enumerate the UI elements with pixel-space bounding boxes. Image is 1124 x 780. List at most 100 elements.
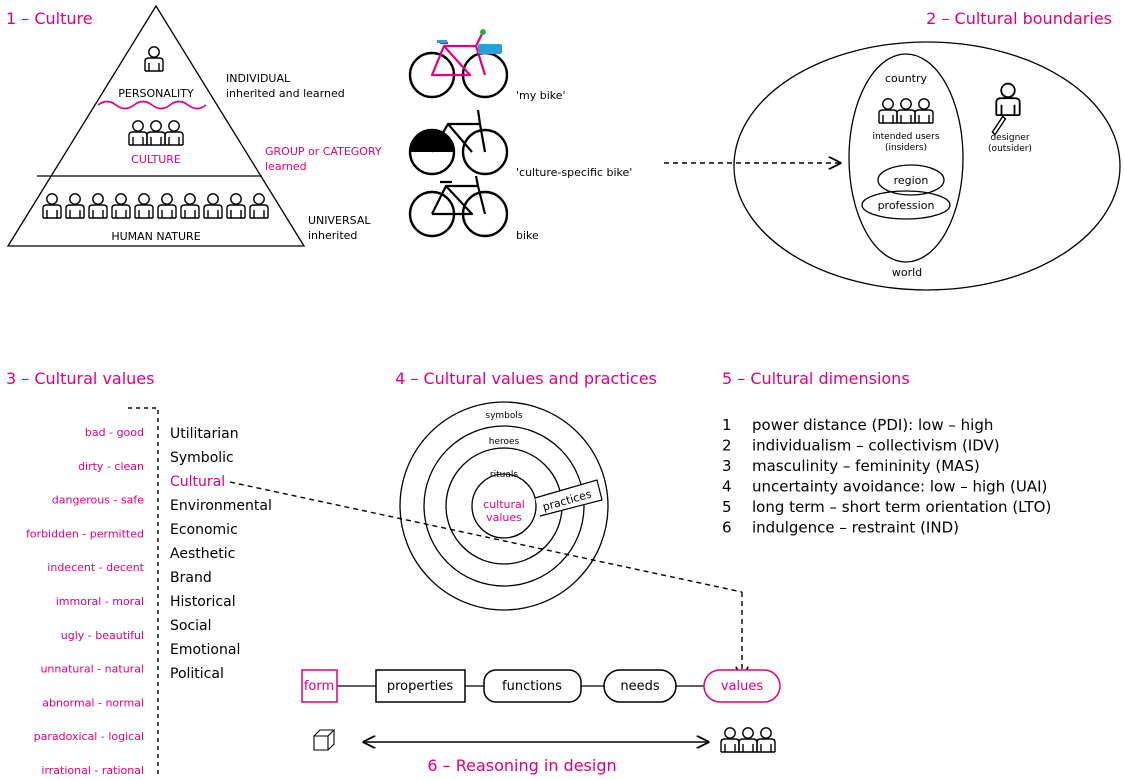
cube-icon — [313, 729, 336, 751]
personality-person-icon — [144, 46, 164, 72]
country-ellipse — [848, 53, 964, 263]
value-pair-item: forbidden - permitted — [26, 527, 144, 540]
symbols-label: symbols — [485, 411, 523, 421]
form-label: form — [304, 679, 334, 694]
heroes-label: heroes — [489, 437, 520, 447]
human-nature-people-icon — [42, 193, 269, 219]
culture-pyramid — [6, 4, 306, 247]
value-type-item: Symbolic — [170, 450, 234, 466]
heroes-ring — [423, 425, 585, 587]
generic-bike-icon — [408, 175, 509, 238]
insiders-label: (insiders) — [885, 143, 927, 153]
culture-specific-bike-label: 'culture-specific bike' — [516, 166, 632, 179]
universal-label: UNIVERSAL — [308, 214, 371, 227]
country-label: country — [885, 72, 928, 85]
section-1-culture: 1 – Culture PERSONALITY CULTURE HUMAN NA… — [6, 4, 840, 247]
value-type-item: Brand — [170, 570, 212, 586]
dimension-text: individualism – collectivism (IDV) — [752, 437, 1000, 455]
value-pair-item: immoral - moral — [56, 595, 144, 608]
section-2-title: 2 – Cultural boundaries — [926, 9, 1112, 28]
section-5-title: 5 – Cultural dimensions — [722, 369, 910, 388]
universal-sub-label: inherited — [308, 229, 357, 242]
value-pair-item: dangerous - safe — [52, 494, 144, 507]
dimension-number: 4 — [722, 478, 732, 496]
section-6-title: 6 – Reasoning in design — [427, 756, 616, 775]
world-ellipse — [733, 41, 1121, 291]
bike-label: bike — [516, 229, 539, 242]
culture-label: CULTURE — [131, 153, 181, 166]
needs-box — [603, 669, 677, 703]
value-type-item: Social — [170, 618, 212, 634]
functions-label: functions — [502, 679, 562, 694]
section-4-title: 4 – Cultural values and practices — [395, 369, 657, 388]
values-box — [703, 669, 781, 703]
region-ellipse — [877, 164, 945, 196]
intended-users-icon — [879, 99, 933, 123]
value-pair-item: abnormal - normal — [42, 696, 144, 709]
properties-box — [375, 669, 466, 703]
form-box — [301, 669, 338, 703]
symbols-ring — [399, 401, 609, 611]
needs-label: needs — [620, 679, 659, 694]
human-nature-label: HUMAN NATURE — [111, 230, 200, 243]
value-pair-item: paradoxical - logical — [34, 730, 144, 743]
value-pair-item: bad - good — [85, 426, 144, 439]
section-5-cultural-dimensions: 5 – Cultural dimensions 1 power distance … — [722, 369, 1051, 537]
functions-box — [483, 669, 582, 703]
values-label: values — [721, 679, 764, 694]
values-bracket — [128, 407, 159, 778]
dimension-number: 3 — [722, 457, 732, 475]
region-label: region — [894, 174, 929, 187]
value-type-item: Environmental — [170, 498, 272, 514]
section-6-reasoning-in-design: form properties functions needs values 6… — [301, 592, 781, 775]
culture-group-icon — [129, 121, 183, 145]
individual-label: INDIVIDUAL — [226, 72, 291, 85]
intended-users-label: intended users — [872, 132, 939, 142]
value-pair-item: unnatural - natural — [40, 663, 144, 676]
profession-label: profession — [878, 199, 935, 212]
people-group-icon — [721, 728, 775, 752]
value-type-item: Utilitarian — [170, 426, 239, 442]
group-label: GROUP or CATEGORY — [265, 145, 382, 158]
practices-wedge — [534, 479, 603, 517]
dimension-text: power distance (PDI): low – high — [752, 416, 993, 434]
value-type-item: Political — [170, 666, 224, 682]
individual-sub-label: inherited and learned — [226, 87, 345, 100]
value-type-item: Emotional — [170, 642, 240, 658]
value-type-cultural: Cultural — [170, 474, 225, 490]
core-values-circle — [471, 473, 537, 539]
dimension-text: long term – short term orientation (LTO) — [752, 498, 1051, 516]
value-types-list: UtilitarianSymbolicCulturalEnvironmental… — [170, 426, 272, 682]
dimension-number: 5 — [722, 498, 732, 516]
cultural-values-label-2: values — [486, 511, 522, 524]
rituals-label: rituals — [490, 470, 518, 480]
group-sub-label: learned — [265, 160, 307, 173]
dimension-number: 6 — [722, 519, 732, 537]
value-pair-item: dirty - clean — [78, 460, 144, 473]
section-4-values-and-practices: 4 – Cultural values and practices practi… — [395, 369, 657, 611]
properties-label: properties — [387, 679, 454, 694]
personality-culture-wave — [97, 100, 207, 110]
dimension-text: indulgence – restraint (IND) — [752, 519, 959, 537]
my-bike-icon — [408, 29, 509, 99]
dimension-text: masculinity – femininity (MAS) — [752, 457, 980, 475]
my-bike-label: 'my bike' — [516, 89, 566, 102]
designer-label: designer — [990, 133, 1029, 143]
section-1-title: 1 – Culture — [6, 9, 93, 28]
value-type-item: Historical — [170, 594, 236, 610]
value-pair-item: indecent - decent — [47, 561, 144, 574]
value-type-item: Aesthetic — [170, 546, 235, 562]
profession-ellipse — [861, 190, 951, 220]
world-label: world — [892, 266, 922, 279]
outsider-label: (outsider) — [988, 144, 1032, 154]
section-3-title: 3 – Cultural values — [6, 369, 154, 388]
dimension-text: uncertainty avoidance: low – high (UAI) — [752, 478, 1047, 496]
section-3-cultural-values: 3 – Cultural values bad - good dirty - cl… — [6, 369, 743, 778]
value-type-item: Economic — [170, 522, 238, 538]
cultural-to-values-dashed-line — [229, 481, 743, 593]
value-pair-item: ugly - beautiful — [61, 629, 144, 642]
dimension-number: 1 — [722, 416, 732, 434]
section-2-cultural-boundaries: 2 – Cultural boundaries country intended… — [733, 9, 1121, 291]
value-pair-item: irrational - rational — [41, 764, 144, 777]
